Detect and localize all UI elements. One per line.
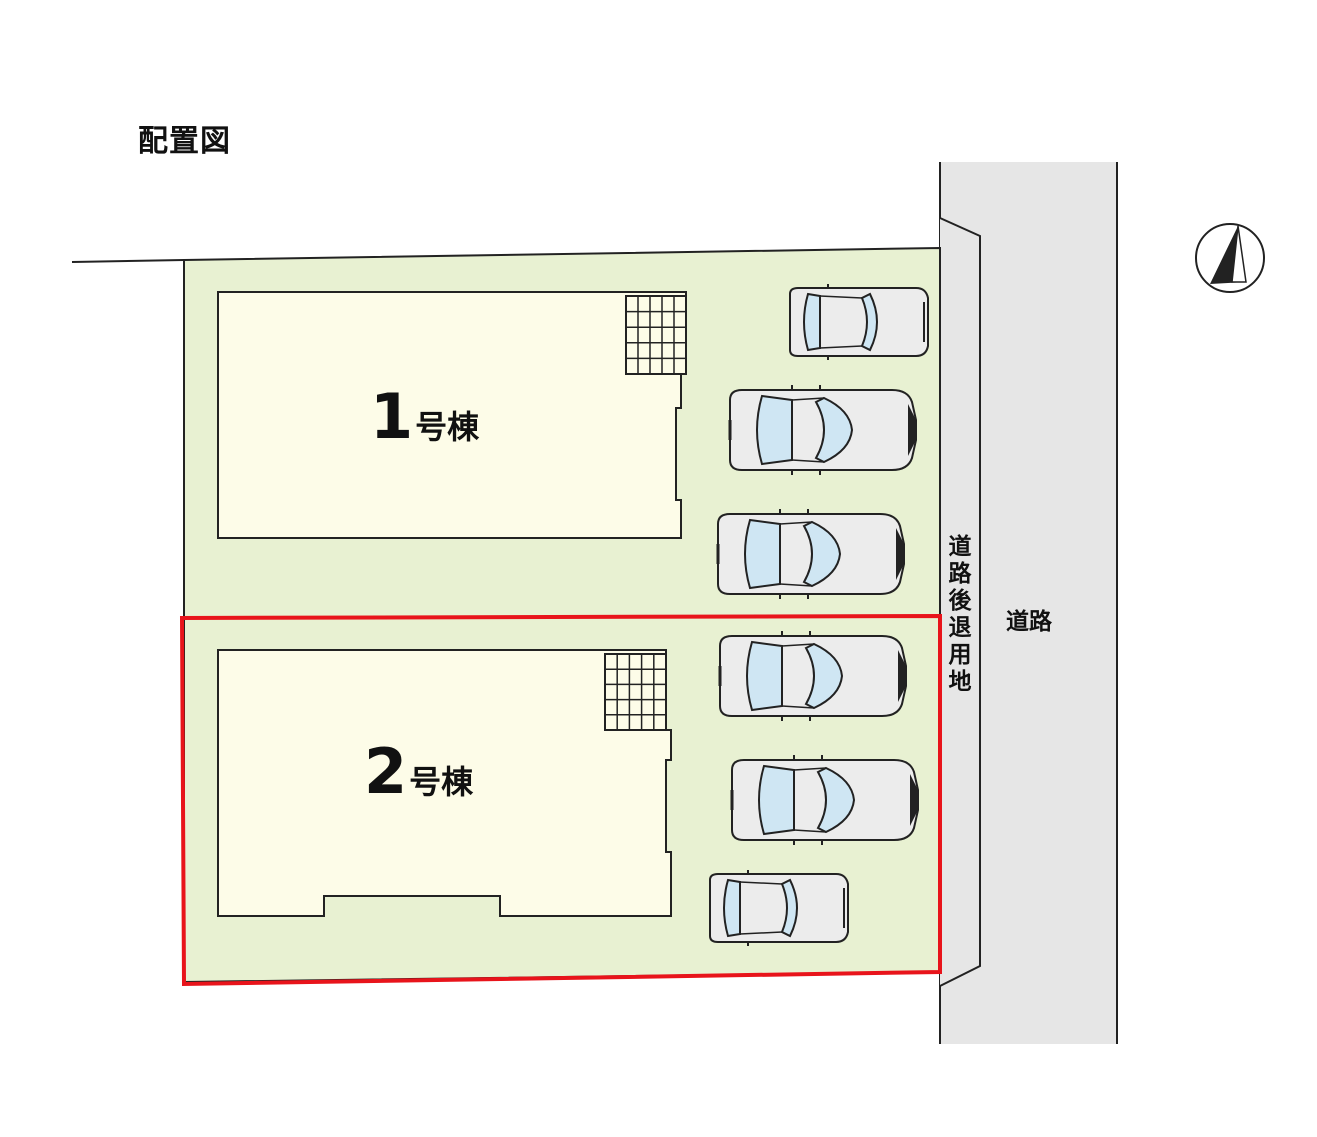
setback-strip [939, 217, 981, 987]
setback-char: 路 [948, 561, 972, 587]
building-1-suffix: 号棟 [415, 408, 480, 446]
north-arrow-icon [1195, 223, 1265, 293]
car-4 [718, 629, 908, 723]
setback-char: 用 [948, 642, 972, 668]
highlight-lot-2 [179, 613, 942, 987]
car-2 [728, 383, 918, 477]
car-5 [730, 753, 920, 847]
deck-grid-2 [604, 653, 667, 731]
setback-char: 地 [948, 669, 972, 695]
car-3 [716, 507, 906, 601]
car-6 [709, 869, 849, 947]
neighbor-boundary [71, 259, 185, 263]
building-1-label: 1号棟 [370, 380, 479, 453]
setback-char: 退 [948, 615, 972, 641]
building-2 [217, 649, 672, 917]
road-label: 道路 [1006, 609, 1052, 635]
building-2-label: 2号棟 [364, 735, 473, 808]
building-2-number: 2 [364, 735, 408, 808]
setback-char: 後 [948, 588, 972, 614]
building-2-suffix: 号棟 [409, 763, 474, 801]
car-1 [789, 283, 929, 361]
setback-char: 道 [948, 534, 972, 560]
deck-grid-1 [625, 295, 687, 375]
page-title: 配置図 [138, 124, 231, 159]
setback-label: 道 路 後 退 用 地 [944, 534, 976, 696]
building-1-number: 1 [370, 380, 414, 453]
